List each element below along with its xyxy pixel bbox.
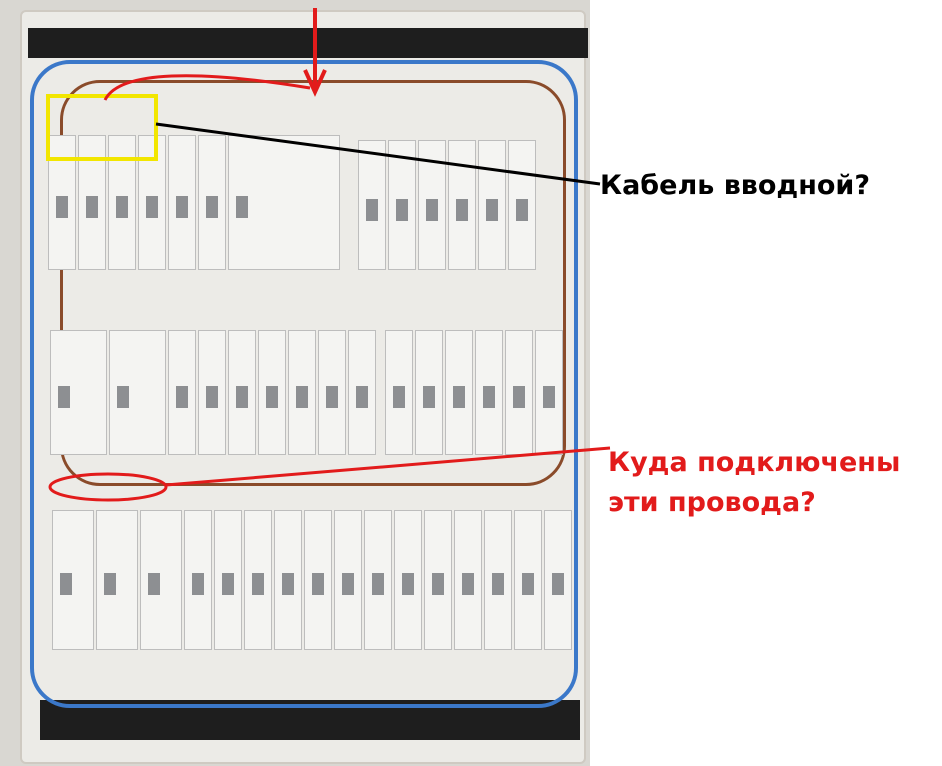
pointer-line-2 xyxy=(165,446,611,487)
breaker-row-3 xyxy=(52,510,572,650)
breaker-row-2 xyxy=(50,330,376,455)
highlight-box xyxy=(46,94,158,161)
highlight-ellipse xyxy=(48,472,168,502)
breaker-row-1 xyxy=(48,135,340,270)
breaker-row-1b xyxy=(358,140,536,270)
pointer-line-1 xyxy=(155,122,601,186)
red-arrow xyxy=(303,8,327,97)
red-line xyxy=(103,74,311,101)
question-wires-line1: Куда подключены xyxy=(608,447,901,478)
breaker-row-2b xyxy=(385,330,563,455)
question-input-cable: Кабель вводной? xyxy=(600,170,871,201)
question-wires-line2: эти провода? xyxy=(608,487,816,518)
electrical-panel-photo xyxy=(0,0,590,766)
top-busbar xyxy=(28,28,588,58)
blue-wires xyxy=(30,60,578,708)
